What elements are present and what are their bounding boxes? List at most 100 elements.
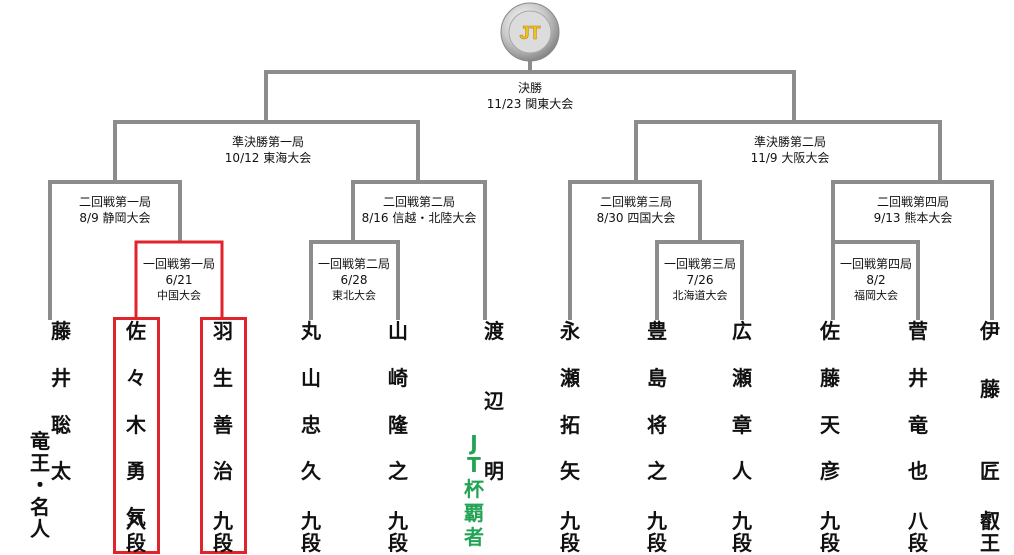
player-rank-char: 人 [30,517,50,541]
player-name-char: 隆 [388,413,408,437]
first-round-3-venue: 北海道大会 [672,289,728,302]
player-name-char: 渡 [484,319,504,343]
final-label: 決勝 11/23 関東大会 [478,80,582,112]
second-round-2-bracket-line [351,180,487,320]
highlight-box-sasaki [113,317,160,554]
player-name-char: 人 [732,459,752,483]
final-name: 決勝 [517,81,542,95]
player-name-char: 井 [908,366,928,390]
player-name-char: 明 [484,459,504,483]
second-round-1-label: 二回戦第一局 8/9 静岡大会 [64,194,166,226]
first-round-1-name: 一回戦第一局 [142,257,215,271]
player-rank-char: 段 [820,531,840,555]
player-name-char: 匠 [980,459,1000,483]
player-name-char: 永 [560,319,580,343]
player-rank-char: ・ [30,473,50,497]
player-name-char: 丸 [301,319,321,343]
first-round-4-date: 8/2 [866,273,886,287]
second-round-1-date-venue: 8/9 静岡大会 [79,211,151,225]
player-rank-char: 名 [30,495,50,519]
second-round-3-name: 二回戦第三局 [599,195,672,209]
semifinal-2-label: 準決勝第二局 11/9 大阪大会 [734,134,846,166]
player-name-char: 治 [213,459,233,483]
semifinal-2-bracket-line [634,120,942,184]
first-round-3-label: 一回戦第三局 7/26 北海道大会 [660,256,740,304]
player-rank-char: 段 [647,531,667,555]
player-name-char: 章 [732,413,752,437]
player-rank-char: 竜 [30,429,50,453]
player-title-char: T [467,453,481,477]
trophy-medal-icon: JT [500,2,560,62]
player-rank-char: 九 [388,509,408,533]
player-name-char: 山 [388,319,408,343]
player-name-char: 也 [908,459,928,483]
player-rank-char: 九 [213,509,233,533]
player-rank-char: 段 [301,531,321,555]
player-rank-char: 九 [560,509,580,533]
second-round-2-name: 二回戦第二局 [382,195,455,209]
player-name-char: 瀬 [732,366,752,390]
player-name-char: 山 [301,366,321,390]
player-rank-char: 王 [980,531,1000,555]
player-name-char: 将 [647,413,667,437]
first-round-1-venue: 中国大会 [157,289,201,302]
highlight-box-habu [200,317,247,554]
player-rank-char: 九 [301,509,321,533]
second-round-2-date-venue: 8/16 信越・北陸大会 [361,211,477,225]
final-bracket-line [264,70,796,122]
second-round-4-label: 二回戦第四局 9/13 熊本大会 [862,194,964,226]
player-rank-char: 八 [126,509,146,533]
semifinal-2-name: 準決勝第二局 [753,135,826,149]
first-round-1-label: 一回戦第一局 6/21 中国大会 [140,256,218,304]
second-round-4-date-venue: 9/13 熊本大会 [873,211,953,225]
player-rank-char: 九 [647,509,667,533]
first-round-1-bracket-line-highlight [134,240,224,318]
player-rank-char: 九 [732,509,752,533]
player-name-char: 藤 [980,377,1000,401]
player-rank-char: 段 [908,531,928,555]
second-round-4-bracket-line [831,180,994,320]
first-round-3-bracket-line [655,240,744,320]
first-round-2-name: 一回戦第二局 [317,257,390,271]
player-name-char: 瀬 [560,366,580,390]
first-round-4-name: 一回戦第四局 [839,257,912,271]
player-name-char: 伊 [980,319,1000,343]
semifinal-1-bracket-line [113,120,420,184]
player-name-char: 佐 [820,319,840,343]
player-name-char: 気 [126,505,146,529]
first-round-3-date: 7/26 [686,273,714,287]
player-name-char: 藤 [51,319,71,343]
second-round-1-name: 二回戦第一局 [78,195,151,209]
player-name-char: 菅 [908,319,928,343]
first-round-2-bracket-line [309,240,400,320]
first-round-3-name: 一回戦第三局 [663,257,736,271]
player-name-char: 生 [213,366,233,390]
player-name-char: 辺 [484,389,504,413]
player-name-char: 聡 [51,413,71,437]
trophy-emblem-text: JT [519,23,540,43]
player-name-char: 々 [126,366,146,390]
player-name-char: 之 [388,459,408,483]
player-name-char: 竜 [908,413,928,437]
player-name-char: 彦 [820,459,840,483]
player-rank-char: 段 [126,531,146,555]
player-name-char: 善 [213,413,233,437]
player-name-char: 豊 [647,319,667,343]
player-title-char: J [470,431,478,455]
player-name-char: 崎 [388,366,408,390]
semifinal-1-label: 準決勝第一局 10/12 東海大会 [212,134,324,166]
player-name-char: 木 [126,413,146,437]
second-round-3-date-venue: 8/30 四国大会 [596,211,676,225]
player-rank-char: 段 [213,531,233,555]
player-name-char: 佐 [126,319,146,343]
first-round-4-bracket-line [831,240,920,320]
player-rank-char: 叡 [980,509,1000,533]
player-rank-char: 段 [560,531,580,555]
player-name-char: 井 [51,366,71,390]
second-round-3-bracket-line [568,180,702,320]
player-rank-char: 九 [820,509,840,533]
player-name-char: 久 [301,459,321,483]
player-name-char: 勇 [126,459,146,483]
player-name-char: 広 [732,319,752,343]
